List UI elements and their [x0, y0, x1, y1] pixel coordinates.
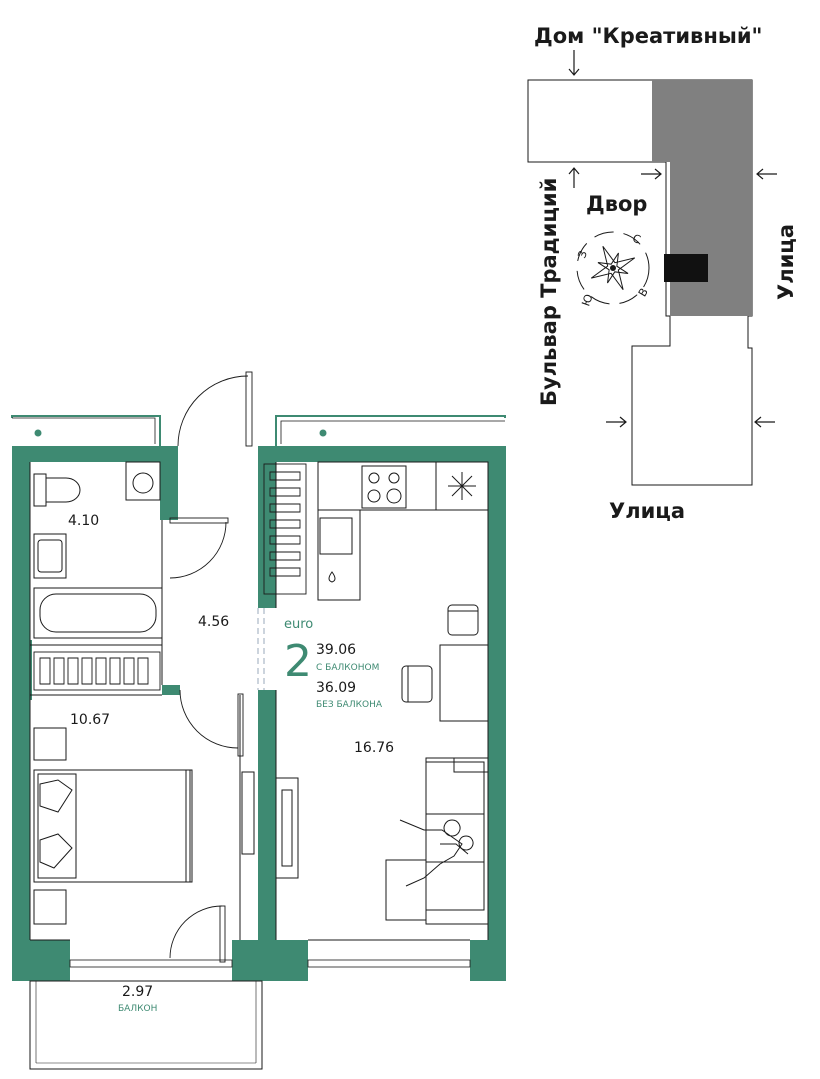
dining-table	[439, 644, 489, 722]
kitchen-sink-icon	[319, 517, 353, 555]
toilet-icon	[33, 473, 81, 507]
sink-icon	[33, 533, 67, 579]
compass-north: С	[631, 232, 643, 247]
entrance-arrows	[568, 50, 777, 428]
site-plan: С В Ю З Дом "Креативный" Двор Бульвар Тр…	[527, 24, 798, 523]
bathroom-area: 4.10	[68, 513, 99, 529]
walls	[12, 446, 506, 981]
kitchen-furniture	[317, 461, 489, 601]
apartment-type: euro	[284, 617, 313, 632]
hall-wardrobe-icon	[263, 463, 307, 595]
drop-icon	[328, 571, 336, 583]
fridge-icon	[435, 461, 489, 511]
house-label: Дом "Креативный"	[534, 24, 763, 48]
compass-star-icon	[590, 245, 636, 291]
bedroom-furniture	[33, 727, 255, 925]
boulevard-label: Бульвар Традиций	[537, 178, 561, 406]
chair-icon	[401, 665, 433, 703]
balcony-label: БАЛКОН	[118, 1004, 157, 1014]
apartment-plan: 4.10 4.56 10.67 16.76 2.97 БАЛКОН euro 2…	[11, 371, 506, 1070]
balcony-area: 2.97	[122, 984, 153, 1000]
bathroom-fixtures	[33, 461, 163, 639]
room-labels: 4.10 4.56 10.67 16.76 2.97 БАЛКОН	[68, 513, 394, 1014]
living-area: 16.76	[354, 740, 394, 756]
without-balcony-label: БЕЗ БАЛКОНА	[316, 700, 383, 710]
wardrobe-icon	[33, 651, 161, 691]
washing-machine-icon	[125, 461, 161, 501]
chair-icon	[447, 604, 479, 636]
person-icon	[399, 819, 474, 887]
apartment-info: euro 2 39.06 С БАЛКОНОМ 36.09 БЕЗ БАЛКОН…	[284, 617, 383, 710]
bathtub-icon	[33, 587, 163, 639]
compass-west: З	[575, 249, 590, 260]
hall-area: 4.56	[198, 614, 229, 630]
tv-stand-icon	[275, 777, 299, 879]
compass-rose: С В Ю З	[575, 231, 651, 308]
nightstand-top	[33, 727, 67, 761]
doors	[169, 371, 253, 963]
area-without-balcony: 36.09	[316, 680, 356, 696]
entrance-marker	[664, 254, 708, 282]
street-right-label: Улица	[774, 224, 798, 300]
balcony-outline	[29, 980, 263, 1070]
bedroom-area: 10.67	[70, 712, 110, 728]
nightstand-bottom	[33, 889, 67, 925]
street-bottom-label: Улица	[609, 499, 685, 523]
dining-set	[401, 604, 489, 722]
compass-east: В	[636, 286, 651, 299]
yard-label: Двор	[586, 192, 647, 216]
tv-unit-icon	[241, 771, 255, 855]
stove-icon	[361, 465, 407, 509]
windows	[69, 959, 471, 968]
with-balcony-label: С БАЛКОНОМ	[316, 663, 379, 673]
compass-south: Ю	[579, 292, 595, 308]
room-count: 2	[284, 636, 312, 687]
area-with-balcony: 39.06	[316, 642, 356, 658]
sofa-icon	[385, 757, 489, 925]
living-furniture	[275, 757, 489, 925]
bed-icon	[33, 769, 193, 883]
